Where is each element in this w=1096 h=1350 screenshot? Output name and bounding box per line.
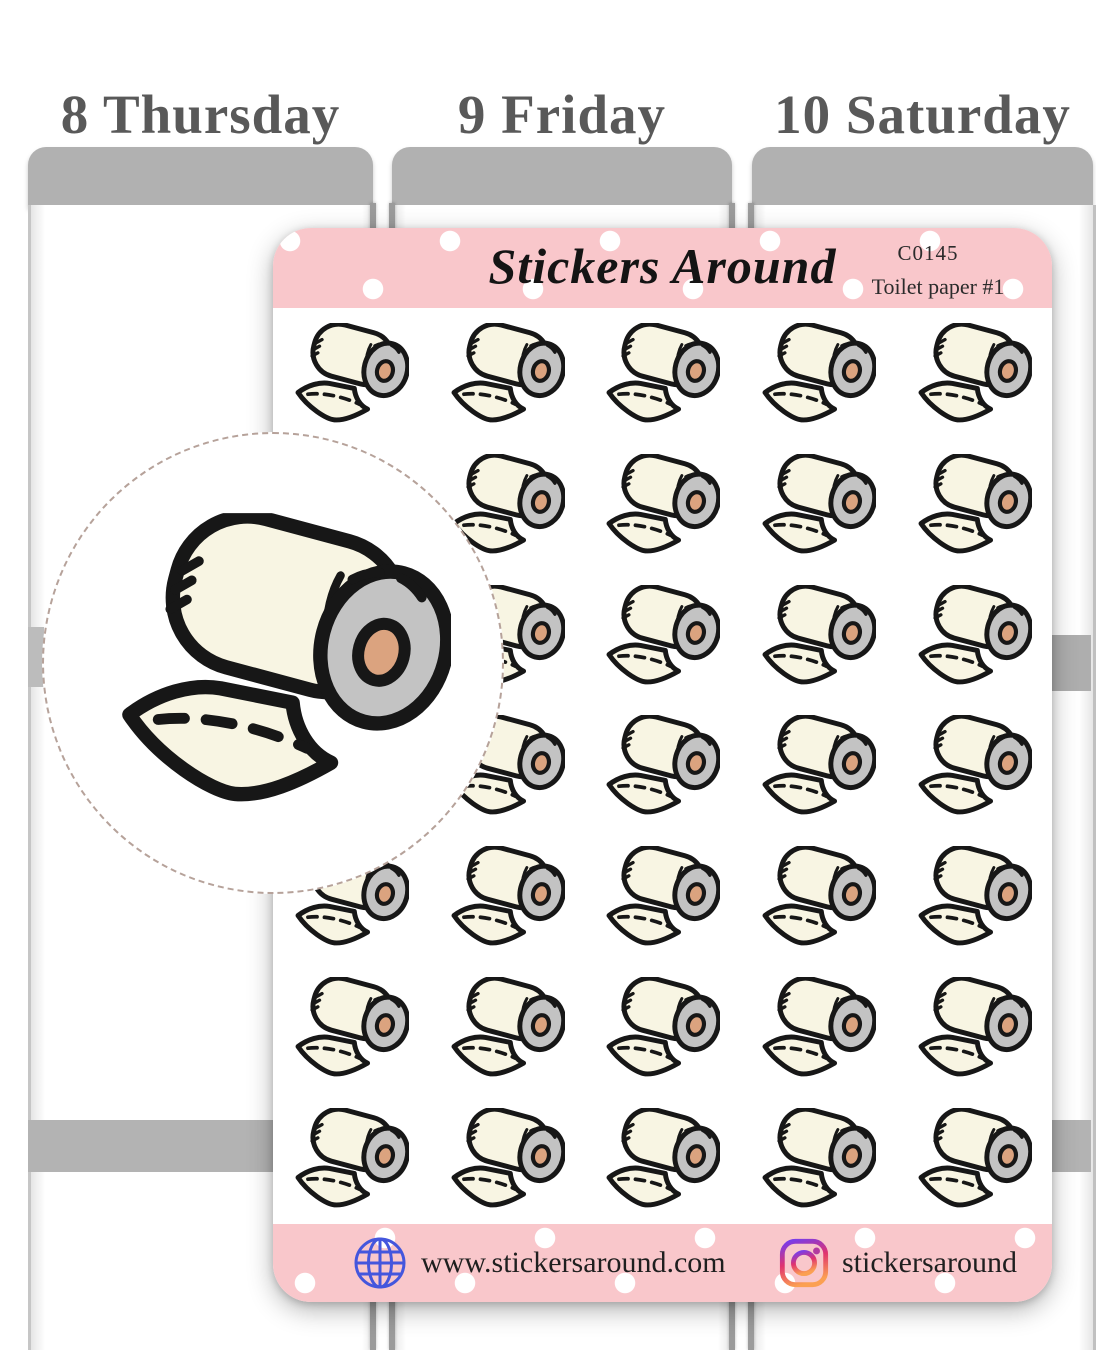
sticker-toilet-paper — [760, 1108, 876, 1209]
toilet-paper-roll-icon — [115, 513, 451, 806]
planner-page-tab-friday — [392, 147, 732, 207]
sticker-toilet-paper — [916, 585, 1032, 686]
sticker-toilet-paper — [760, 323, 876, 424]
planner-page-tab-saturday — [752, 147, 1093, 207]
sticker-toilet-paper — [916, 977, 1032, 1078]
page-clip-right — [1046, 635, 1091, 691]
sticker-toilet-paper — [760, 977, 876, 1078]
product-code: C0145 — [897, 241, 959, 265]
sticker-sheet: Stickers Around C0145 Toilet paper #1 ww… — [273, 228, 1052, 1302]
sticker-toilet-paper — [449, 1108, 565, 1209]
sticker-toilet-paper — [604, 1108, 720, 1209]
product-name: Toilet paper #1 — [871, 274, 1005, 299]
sticker-toilet-paper — [916, 715, 1032, 816]
globe-icon — [354, 1237, 406, 1289]
brand-logo-text: Stickers Around — [488, 238, 837, 294]
sticker-toilet-paper — [293, 977, 409, 1078]
sticker-toilet-paper — [916, 454, 1032, 555]
sticker-toilet-paper — [760, 715, 876, 816]
sticker-toilet-paper — [449, 977, 565, 1078]
planner-page-tab-thursday — [28, 147, 373, 207]
day-header-saturday: 10 Saturday — [774, 84, 1071, 145]
sheet-footer-band: www.stickersaround.com stickersaround — [273, 1224, 1052, 1302]
sheet-header-band: Stickers Around C0145 Toilet paper #1 — [273, 228, 1052, 308]
sticker-toilet-paper — [604, 585, 720, 686]
sticker-toilet-paper — [760, 454, 876, 555]
page-clip-left — [28, 627, 44, 687]
sticker-toilet-paper — [293, 1108, 409, 1209]
sticker-toilet-paper — [916, 1108, 1032, 1209]
instagram-icon — [779, 1238, 829, 1288]
sticker-toilet-paper — [760, 585, 876, 686]
sticker-toilet-paper — [916, 846, 1032, 947]
sticker-toilet-paper — [293, 323, 409, 424]
sticker-toilet-paper — [604, 323, 720, 424]
sticker-toilet-paper — [449, 846, 565, 947]
website-url: www.stickersaround.com — [421, 1246, 726, 1279]
sticker-toilet-paper — [604, 977, 720, 1078]
sticker-toilet-paper — [449, 323, 565, 424]
sticker-toilet-paper — [604, 846, 720, 947]
sticker-toilet-paper — [760, 846, 876, 947]
instagram-handle: stickersaround — [842, 1246, 1017, 1279]
sticker-toilet-paper — [604, 454, 720, 555]
day-header-thursday: 8 Thursday — [60, 84, 341, 145]
day-header-friday: 9 Friday — [457, 84, 667, 145]
sticker-magnifier-circle — [42, 432, 504, 894]
sticker-toilet-paper — [916, 323, 1032, 424]
sticker-toilet-paper — [604, 715, 720, 816]
